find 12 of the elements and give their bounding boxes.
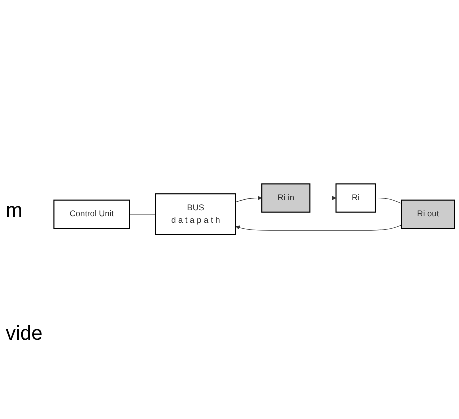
note-text: m	[6, 200, 24, 223]
connector	[375, 198, 402, 204]
node-box: Ri in	[262, 184, 311, 213]
node-box: Ri	[336, 184, 376, 213]
node-box: BUS d a t a p a t h	[155, 194, 236, 236]
arrow	[236, 225, 402, 231]
connector	[129, 214, 156, 215]
node-box: Ri out	[401, 200, 456, 230]
node-box: Control Unit	[54, 200, 130, 230]
arrow	[310, 196, 336, 201]
note-text: vide	[6, 323, 43, 346]
arrow	[236, 196, 262, 202]
